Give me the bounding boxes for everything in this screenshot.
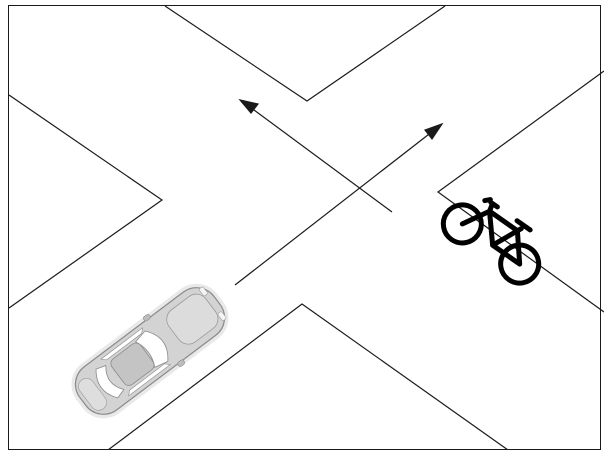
car-roof [110,342,155,386]
arrow-up-left-shaft [249,106,393,213]
bicycle-front-wheel [440,202,484,246]
car-icon [71,283,229,419]
road-edge-bottom-corner [107,303,509,450]
arrow-up-right-icon [424,122,444,141]
road-edge-top-corner [164,5,446,102]
arrow-up-right-shaft [234,130,434,286]
road-edge-left-corner [8,94,164,309]
car-rear-window [95,364,125,399]
road-edge-right-corner [436,70,604,313]
road-edges [8,5,604,450]
direction-arrows [234,99,444,286]
bicycle-frame [459,208,523,267]
arrow-up-left-icon [238,99,260,114]
bicycle-icon [440,197,542,286]
car-windshield [134,330,169,368]
